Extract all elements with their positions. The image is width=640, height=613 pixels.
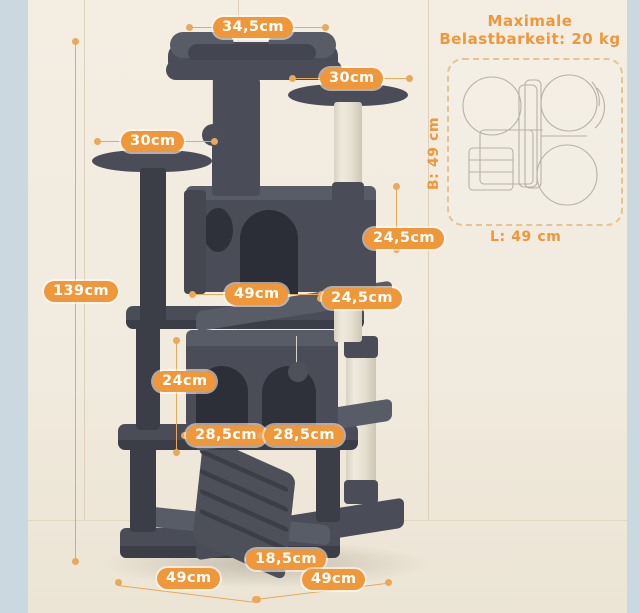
measure-lower-shelf-right: 28,5cm [264,425,344,446]
schematic-arc-top-right2 [591,81,600,107]
measure-total-height: 139cm [44,281,118,302]
measure-left-platform: 30cm [121,131,185,152]
schematic-rect-inner [468,147,514,191]
schematic-rect-post2 [524,79,542,189]
schematic-circle-top-right [540,74,598,132]
top-view-depth-label: B: 49 cm [426,116,442,190]
schematic-rect-center [479,129,534,185]
measure-base-side: 49cm [302,569,366,590]
top-view-title-line2: Belastbarkeit: 20 kg [439,30,621,48]
top-view-title: Maximale Belastbarkeit: 20 kg [424,12,636,48]
measure-lower-shelf-left: 28,5cm [186,425,266,446]
measure-right-platform: 30cm [320,68,384,89]
measure-ramp-width: 18,5cm [246,549,326,570]
right-border-strip [627,0,640,613]
schematic-circle-bottom-right [536,144,598,206]
left-border-strip [0,0,28,613]
measure-top-bed-width: 34,5cm [213,17,293,38]
measure-lower-condo-height: 24cm [153,371,217,392]
measure-base-front: 49cm [157,568,221,589]
top-view-title-line1: Maximale [487,12,573,30]
schematic-arc-top-right [594,87,605,129]
top-view-schematic [462,74,605,206]
schematic-rect-post [518,84,538,188]
top-view-width-label: L: 49 cm [490,229,562,245]
measure-condo-height: 24,5cm [364,228,444,249]
schematic-circle-top-left [462,76,522,136]
measure-condo-width: 49cm [225,284,289,305]
measure-condo-depth: 24,5cm [322,288,402,309]
